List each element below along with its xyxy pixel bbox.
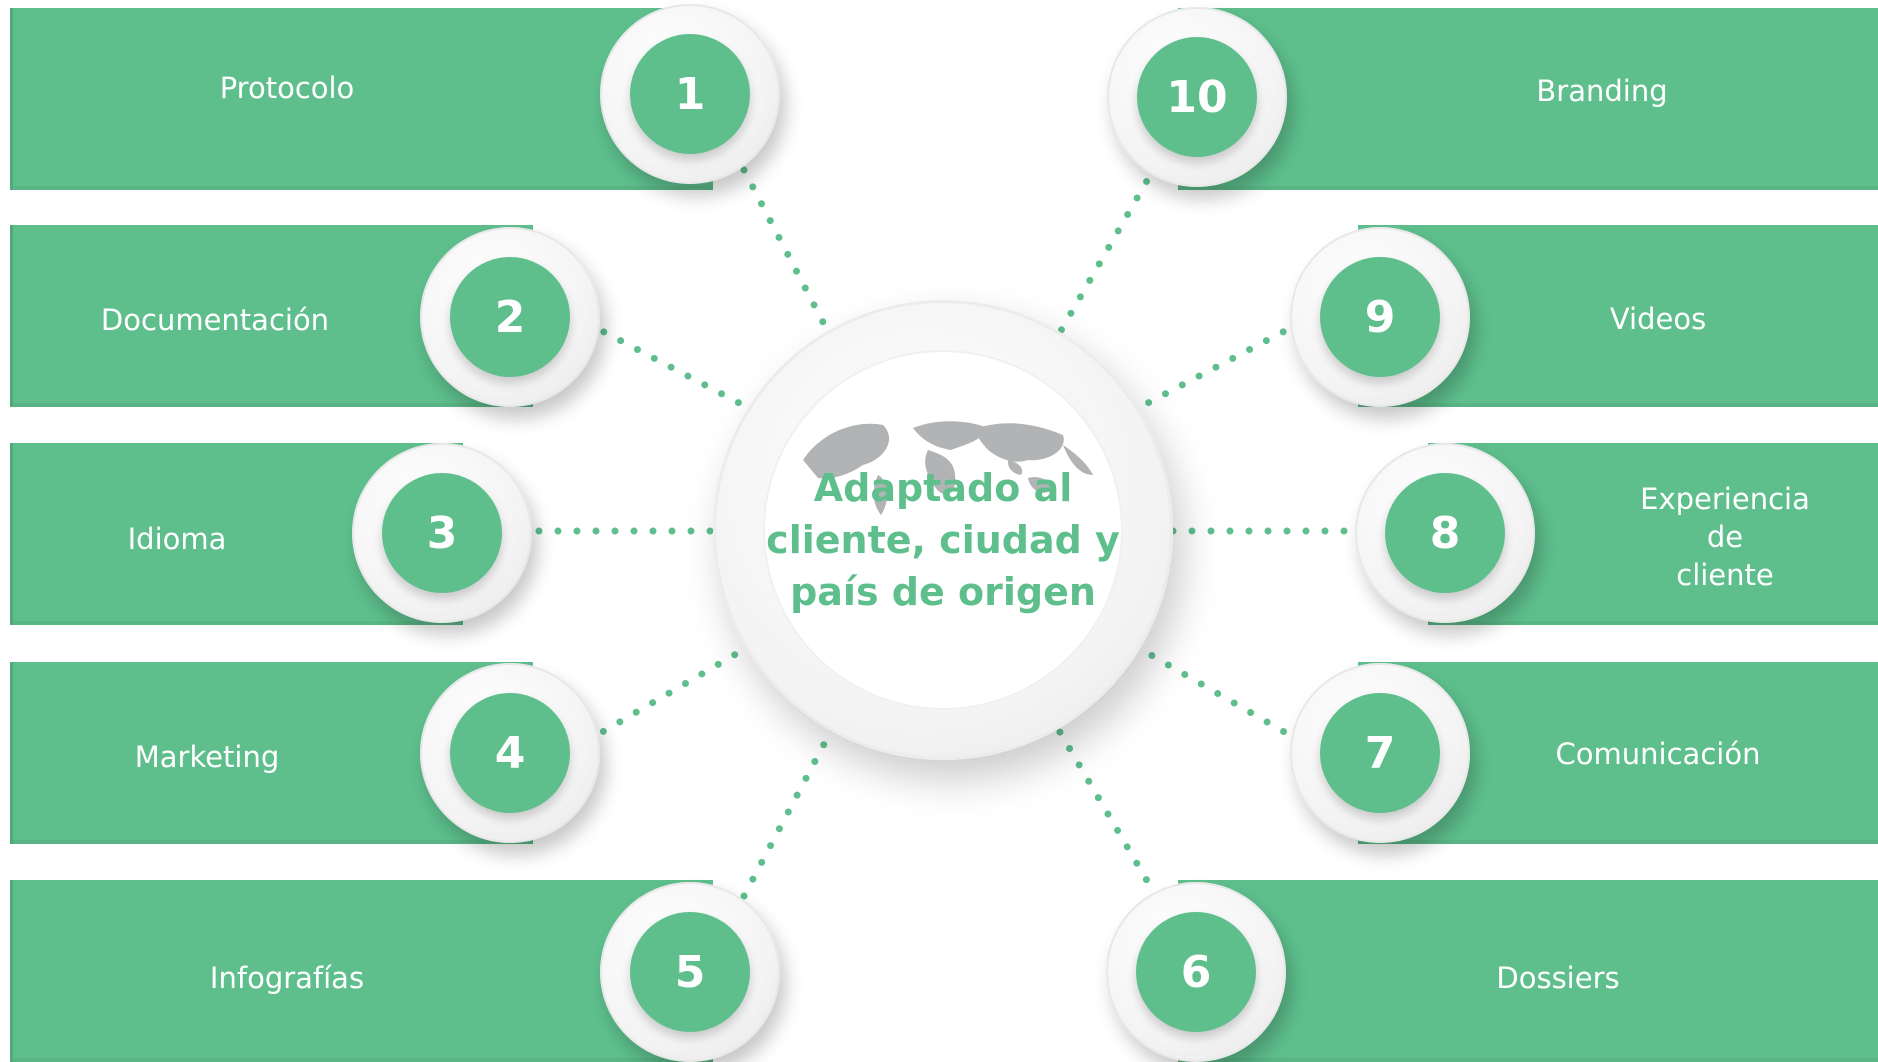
badge-number: 2 [494,291,526,343]
badge-number: 9 [1364,291,1396,343]
badge-8: 8 [1355,443,1535,623]
bar-item-1 [10,8,713,190]
badge-number: 4 [494,727,526,779]
badge-number: 10 [1166,71,1228,123]
item-label-9: Videos [1609,302,1707,336]
bar-item-10 [1178,8,1878,190]
badge-4: 4 [420,663,600,843]
bar-item-6 [1178,880,1878,1062]
badge-number: 8 [1429,507,1461,559]
bar-item-5 [10,880,713,1062]
badge-10: 10 [1107,7,1287,187]
item-label-7: Comunicación [1555,737,1761,771]
item-label-2: Documentación [100,303,330,337]
item-label-3: Idioma [127,522,227,556]
badge-9: 9 [1290,227,1470,407]
badge-number: 5 [674,946,706,998]
item-label-5: Infografías [209,961,365,995]
badge-1: 1 [600,4,780,184]
connector-dots [516,161,1367,900]
badge-number: 1 [674,68,706,120]
world-map-icon [803,421,1093,515]
badge-2: 2 [420,227,600,407]
central-text: Adaptado al cliente, ciudad y país de or… [766,466,1120,614]
central-hub: Adaptado al cliente, ciudad y país de or… [713,300,1173,760]
badge-5: 5 [600,882,780,1062]
badge-6: 6 [1106,882,1286,1062]
item-label-4: Marketing [134,740,280,774]
badge-number: 7 [1364,727,1396,779]
item-label-10: Branding [1536,74,1668,108]
item-label-6: Dossiers [1496,961,1620,995]
item-label-1: Protocolo [219,71,355,105]
badge-number: 6 [1180,946,1212,998]
item-label-8: Experiencia de cliente [1640,482,1810,592]
badge-3: 3 [352,443,532,623]
central-hub-inner: Adaptado al cliente, ciudad y país de or… [763,350,1123,710]
badge-7: 7 [1290,663,1470,843]
badge-number: 3 [426,507,458,559]
